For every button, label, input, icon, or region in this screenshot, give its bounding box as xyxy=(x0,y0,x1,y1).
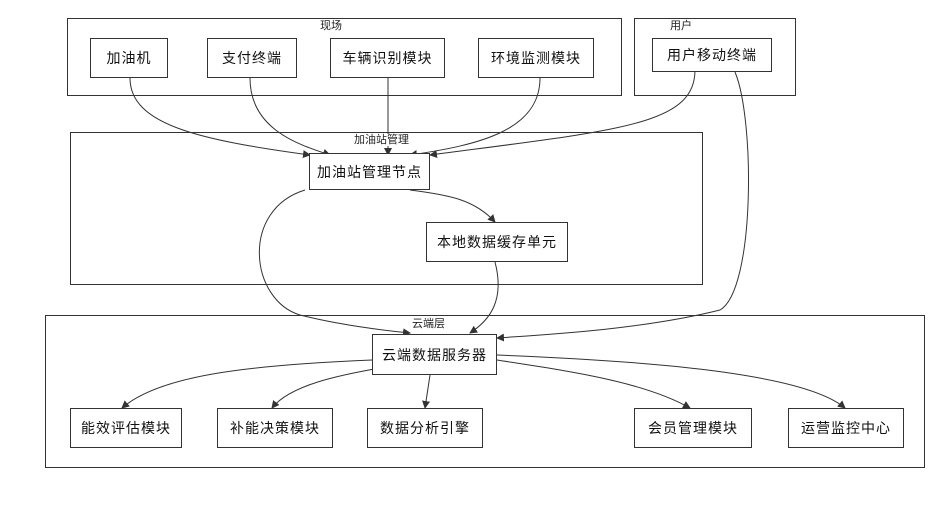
group-user-label: 用户 xyxy=(668,20,694,32)
node-member-mgmt: 会员管理模块 xyxy=(634,408,752,448)
node-data-analysis: 数据分析引擎 xyxy=(367,408,483,448)
node-efficiency-eval: 能效评估模块 xyxy=(70,408,182,448)
node-user-mobile: 用户移动终端 xyxy=(652,38,772,72)
group-station-label: 加油站管理 xyxy=(352,134,411,146)
node-cloud-server: 云端数据服务器 xyxy=(372,334,497,375)
node-payment-terminal: 支付终端 xyxy=(207,38,297,78)
group-site-label: 现场 xyxy=(318,20,344,32)
node-local-cache: 本地数据缓存单元 xyxy=(426,222,568,262)
node-refuel-decision: 补能决策模块 xyxy=(217,408,333,448)
node-ops-monitor: 运营监控中心 xyxy=(788,408,904,448)
node-env-monitor: 环境监测模块 xyxy=(478,38,594,78)
node-vehicle-recognition: 车辆识别模块 xyxy=(330,38,445,78)
node-dispenser: 加油机 xyxy=(90,38,168,78)
node-station-management: 加油站管理节点 xyxy=(309,153,430,190)
group-cloud-label: 云端层 xyxy=(410,318,447,330)
